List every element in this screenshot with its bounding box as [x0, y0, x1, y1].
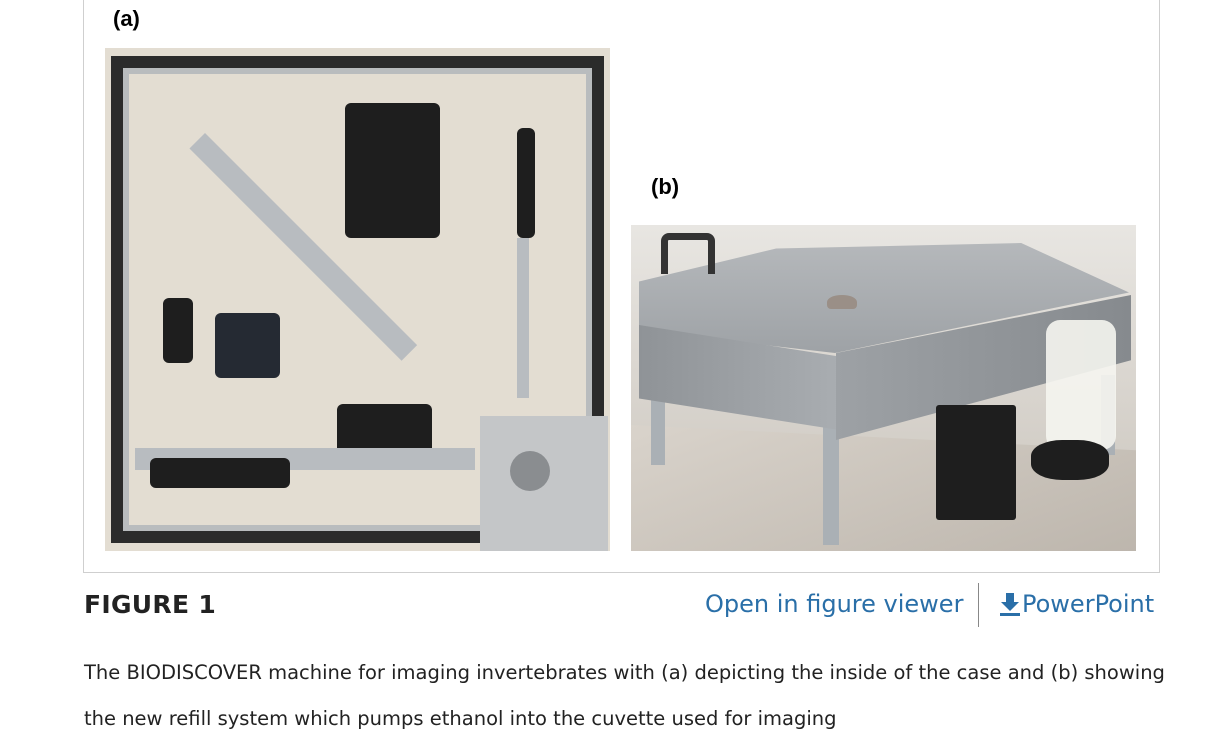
figure-caption: The BIODISCOVER machine for imaging inve…: [84, 661, 1165, 730]
open-in-figure-viewer-link[interactable]: Open in figure viewer: [705, 590, 964, 618]
panel-a-label: (a): [113, 6, 140, 31]
panel-b-label: (b): [651, 174, 680, 199]
photo-case-interior: [105, 48, 610, 551]
divider: [978, 583, 979, 627]
download-arrow-icon: [1000, 593, 1020, 616]
figure-heading: FIGURE 1: [84, 590, 217, 619]
powerpoint-label: PowerPoint: [1022, 590, 1155, 618]
powerpoint-download-link[interactable]: PowerPoint: [998, 590, 1154, 618]
photo-refill-system: [631, 225, 1136, 551]
